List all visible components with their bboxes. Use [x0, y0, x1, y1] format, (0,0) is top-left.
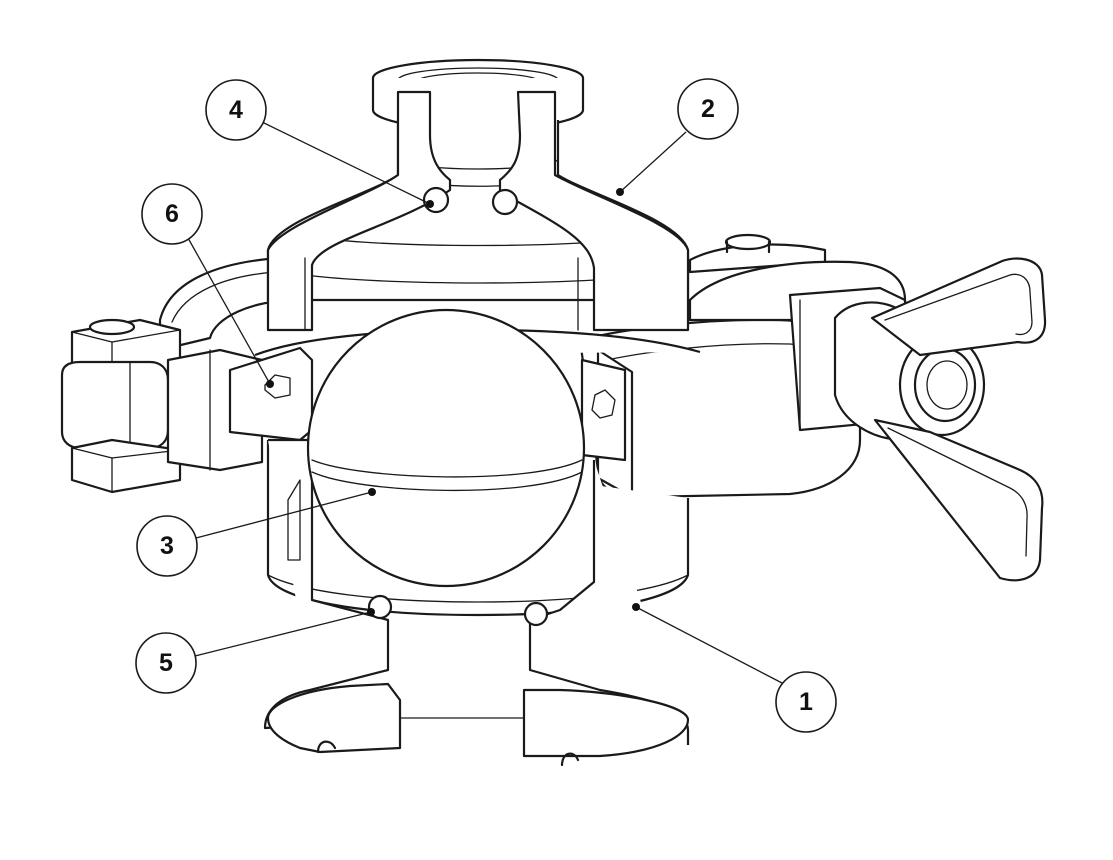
leader-dot-1: [632, 603, 640, 611]
leader-dot-6: [266, 380, 274, 388]
callout-label-6: 6: [165, 200, 179, 228]
callout-label-5: 5: [159, 649, 173, 677]
callout-4: 4: [205, 79, 267, 141]
callout-circle-5: [135, 632, 197, 694]
leader-dot-5: [367, 608, 375, 616]
leader-4: [261, 121, 431, 205]
leader-dot-3: [368, 488, 376, 496]
callout-label-1: 1: [799, 688, 813, 716]
leader-2: [619, 131, 687, 193]
callout-label-2: 2: [701, 95, 715, 123]
callout-3: 3: [136, 515, 198, 577]
callout-circle-3: [136, 515, 198, 577]
right-clamp: [578, 233, 1047, 582]
callout-label-4: 4: [229, 96, 243, 124]
leader-6: [187, 237, 271, 385]
callout-1: 1: [775, 671, 837, 733]
callout-circle-1: [775, 671, 837, 733]
leader-dot-4: [426, 200, 434, 208]
leader-dot-2: [616, 188, 624, 196]
leader-3: [195, 491, 373, 539]
valve-body: [228, 58, 701, 767]
callout-circle-4: [205, 79, 267, 141]
leader-5: [194, 611, 372, 657]
callout-label-3: 3: [160, 532, 174, 560]
callout-circle-2: [677, 78, 739, 140]
callout-leaders: [187, 121, 783, 684]
leader-1: [635, 606, 783, 684]
callout-circle-6: [141, 183, 203, 245]
callout-2: 2: [677, 78, 739, 140]
callout-6: 6: [141, 183, 203, 245]
callout-5: 5: [135, 632, 197, 694]
